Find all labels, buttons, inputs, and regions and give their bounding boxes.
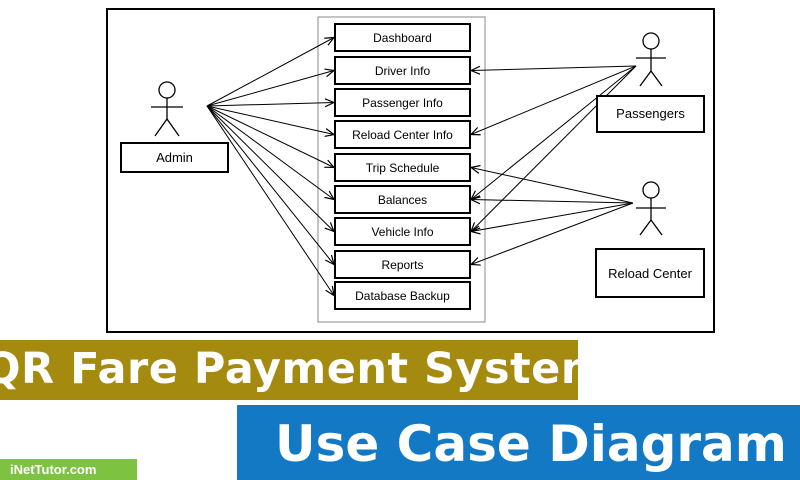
passengers-actor-figure bbox=[636, 32, 666, 87]
usecase-dashboard-label: Dashboard bbox=[373, 31, 432, 45]
admin-to-reload-center-info-arrow bbox=[206, 105, 334, 135]
site-link[interactable]: iNetTutor.com bbox=[10, 462, 97, 477]
usecase-balances-box bbox=[334, 185, 471, 214]
diagram-title: QR Fare Payment System bbox=[0, 344, 578, 394]
admin-to-vehicle-info-arrow bbox=[206, 105, 334, 232]
passengers-to-balances-arrow bbox=[471, 65, 637, 200]
passengers-to-driver-info-arrow bbox=[471, 65, 637, 71]
association-lines bbox=[206, 38, 637, 296]
passengers-actor-box bbox=[596, 95, 705, 133]
usecase-driver-info-label: Driver Info bbox=[375, 64, 431, 78]
admin-to-passenger-info-arrow bbox=[206, 103, 334, 107]
admin-to-database-backup-arrow bbox=[206, 105, 334, 296]
diagram-subtitle: Use Case Diagram bbox=[275, 415, 787, 473]
usecase-reload-center-info-label: Reload Center Info bbox=[352, 128, 453, 142]
admin-actor-label: Admin bbox=[156, 150, 193, 165]
passengers-to-vehicle-info-arrow bbox=[471, 65, 637, 232]
subtitle-banner: Use Case Diagram bbox=[237, 405, 800, 480]
admin-to-dashboard-arrow bbox=[206, 38, 334, 107]
reload-center-actor-label: Reload Center bbox=[608, 266, 692, 281]
reload-center-actor-box bbox=[595, 248, 705, 298]
usecase-database-backup-box bbox=[334, 281, 471, 310]
usecase-passenger-info-box bbox=[334, 88, 471, 117]
admin-actor-figure bbox=[151, 81, 183, 137]
system-boundary bbox=[317, 16, 486, 323]
reload-center-to-vehicle-info-arrow bbox=[471, 202, 634, 232]
title-banner: QR Fare Payment System bbox=[0, 340, 578, 400]
reload-center-actor-figure bbox=[636, 181, 666, 236]
usecase-trip-schedule-box bbox=[334, 153, 471, 182]
usecase-reports-box bbox=[334, 250, 471, 279]
usecase-balances-label: Balances bbox=[378, 193, 427, 207]
reload-center-to-balances-arrow bbox=[471, 200, 634, 204]
passengers-to-reload-center-info-arrow bbox=[471, 65, 637, 135]
reload-center-to-reports-arrow bbox=[471, 202, 634, 265]
usecase-passenger-info-label: Passenger Info bbox=[362, 96, 443, 110]
passengers-actor-label: Passengers bbox=[616, 106, 685, 121]
usecase-reload-center-info-box bbox=[334, 120, 471, 149]
usecase-database-backup-label: Database Backup bbox=[355, 289, 450, 303]
usecase-reports-label: Reports bbox=[381, 258, 423, 272]
usecase-driver-info-box bbox=[334, 56, 471, 85]
admin-to-trip-schedule-arrow bbox=[206, 105, 334, 168]
admin-to-reports-arrow bbox=[206, 105, 334, 265]
usecase-dashboard-box bbox=[334, 23, 471, 52]
admin-to-driver-info-arrow bbox=[206, 71, 334, 107]
admin-to-balances-arrow bbox=[206, 105, 334, 200]
admin-actor-box bbox=[120, 142, 229, 173]
site-badge[interactable]: iNetTutor.com bbox=[0, 459, 137, 480]
usecase-vehicle-info-label: Vehicle Info bbox=[371, 225, 433, 239]
reload-center-to-trip-schedule-arrow bbox=[471, 168, 634, 204]
usecase-trip-schedule-label: Trip Schedule bbox=[366, 161, 440, 175]
usecase-vehicle-info-box bbox=[334, 217, 471, 246]
